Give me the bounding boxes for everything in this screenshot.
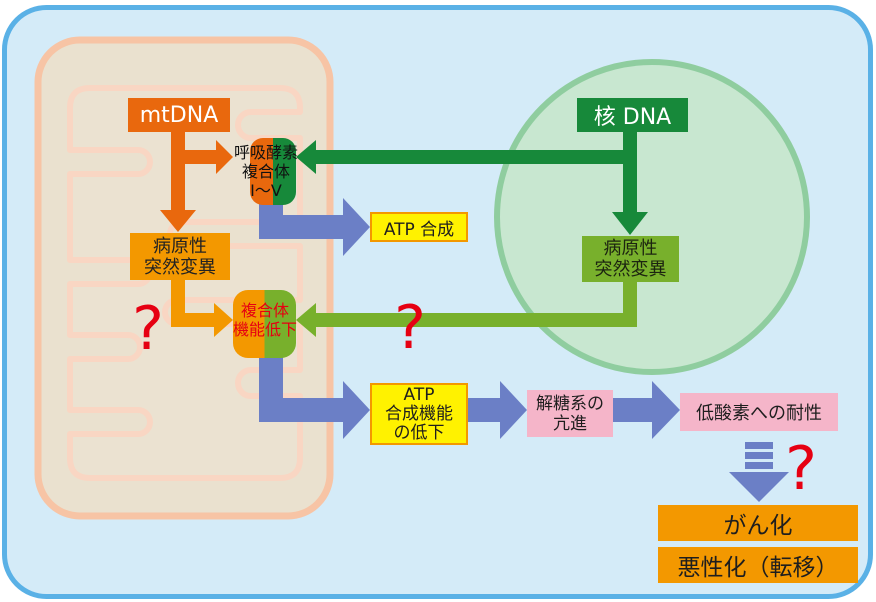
- malignancy-box: 悪性化（転移）: [658, 547, 858, 583]
- atp-decline-arrow: [259, 355, 370, 439]
- respiratory-complex-line: Ⅰ～Ⅴ: [250, 180, 282, 200]
- atp-synthesis-arrow-head: [343, 198, 370, 256]
- complex-dysfunction-line: 機能低下: [232, 320, 297, 339]
- hypoxia-arrow: [611, 381, 680, 439]
- hypoxia-arrow-head: [652, 381, 680, 439]
- outcome-arrow-head: [729, 472, 789, 502]
- mt-mutation-arrow: [171, 279, 233, 337]
- atp-decline-line: ATP: [403, 384, 435, 405]
- nuclear-mutation-arrow: [296, 281, 637, 337]
- carcinogenesis-box: がん化: [658, 505, 858, 541]
- nuclear-dna-arrow-head-left: [296, 140, 316, 174]
- nuclear-dna-arrow-head-down: [612, 212, 648, 235]
- atp-decline-arrow-shaft-right: [259, 398, 345, 422]
- glycolysis-line: 亢進: [553, 413, 587, 434]
- outcome-arrow-stripe: [745, 442, 773, 449]
- mtdna-arrow-head-down: [160, 210, 196, 232]
- atp-decline-line: 合成機能: [385, 403, 453, 424]
- malignancy-label: 悪性化（転移）: [677, 555, 839, 581]
- nuclear-dna-arrow-shaft-left: [314, 150, 637, 164]
- atp-decline-line: の低下: [393, 422, 445, 443]
- mt-pathogenic-mutation-box: 病原性 突然変異: [130, 233, 230, 280]
- glycolysis-enhancement-box: 解糖系の 亢進: [527, 390, 613, 437]
- nuclear-dna-arrow-shaft-down: [623, 131, 637, 215]
- complex-dysfunction-marker: [233, 290, 296, 358]
- atp-decline-arrow-head: [343, 381, 370, 439]
- mtdna-arrow-shaft-right: [178, 150, 218, 164]
- nuclear-mutation-line: 病原性: [603, 238, 658, 259]
- atp-synthesis-decline-box: ATP 合成機能 の低下: [370, 383, 468, 445]
- outcome-arrow: [729, 442, 789, 502]
- mtdna-box: mtDNA: [128, 98, 230, 132]
- nuclear-pathogenic-mutation-box: 病原性 突然変異: [582, 236, 679, 282]
- nucleus-circle: [494, 59, 810, 375]
- nuclear-mutation-arrow-head: [296, 303, 316, 337]
- mtdna-label: mtDNA: [139, 102, 219, 128]
- nuclear-mutation-line: 突然変異: [594, 259, 667, 280]
- nuclear-dna-box: 核 DNA: [577, 98, 688, 132]
- mtdna-arrows: [160, 131, 233, 232]
- respiratory-complex-marker: [250, 138, 296, 205]
- complex-dysfunction-line: 複合体: [240, 301, 289, 320]
- mt-mutation-arrow-shaft-right: [171, 313, 216, 327]
- nuclear-dna-arrows: [296, 131, 648, 235]
- question-mark-outcome-link: ?: [785, 434, 817, 504]
- mtdna-arrow-shaft-down: [171, 131, 185, 213]
- question-mark-mt-link: ?: [132, 294, 164, 364]
- nuclear-dna-label: 核 DNA: [593, 105, 672, 130]
- respiratory-complex-line: 呼吸酵素: [233, 142, 298, 162]
- respiratory-complex-label: 呼吸酵素 複合体 Ⅰ～Ⅴ: [222, 138, 310, 204]
- glycolysis-arrow-head: [500, 381, 527, 439]
- outcome-arrow-stripe: [745, 462, 773, 469]
- atp-synthesis-box: ATP 合成: [370, 212, 468, 242]
- atp-synthesis-arrow-shaft-right: [259, 215, 345, 239]
- hypoxia-tolerance-box: 低酸素への耐性: [680, 393, 838, 431]
- atp-synthesis-arrow: [259, 198, 370, 256]
- atp-synthesis-label: ATP 合成: [383, 219, 455, 240]
- glycolysis-line: 解糖系の: [536, 393, 604, 414]
- glycolysis-arrow: [466, 381, 527, 439]
- outcome-arrow-stripe: [745, 452, 773, 459]
- complex-dysfunction-label: 複合体 機能低下: [221, 290, 309, 350]
- hypoxia-arrow-shaft: [611, 398, 654, 422]
- mtdna-arrow-head-right: [216, 140, 233, 174]
- question-mark-nuclear-link: ?: [394, 293, 426, 363]
- glycolysis-arrow-shaft: [466, 398, 502, 422]
- nuclear-mutation-arrow-shaft-left: [314, 313, 637, 327]
- mt-mutation-line: 突然変異: [144, 256, 216, 278]
- respiratory-complex-line: 複合体: [241, 161, 290, 181]
- carcinogenesis-label: がん化: [723, 513, 793, 539]
- mt-mutation-arrow-head: [214, 303, 233, 337]
- mt-mutation-line: 病原性: [153, 235, 207, 257]
- hypoxia-tolerance-label: 低酸素への耐性: [696, 403, 822, 424]
